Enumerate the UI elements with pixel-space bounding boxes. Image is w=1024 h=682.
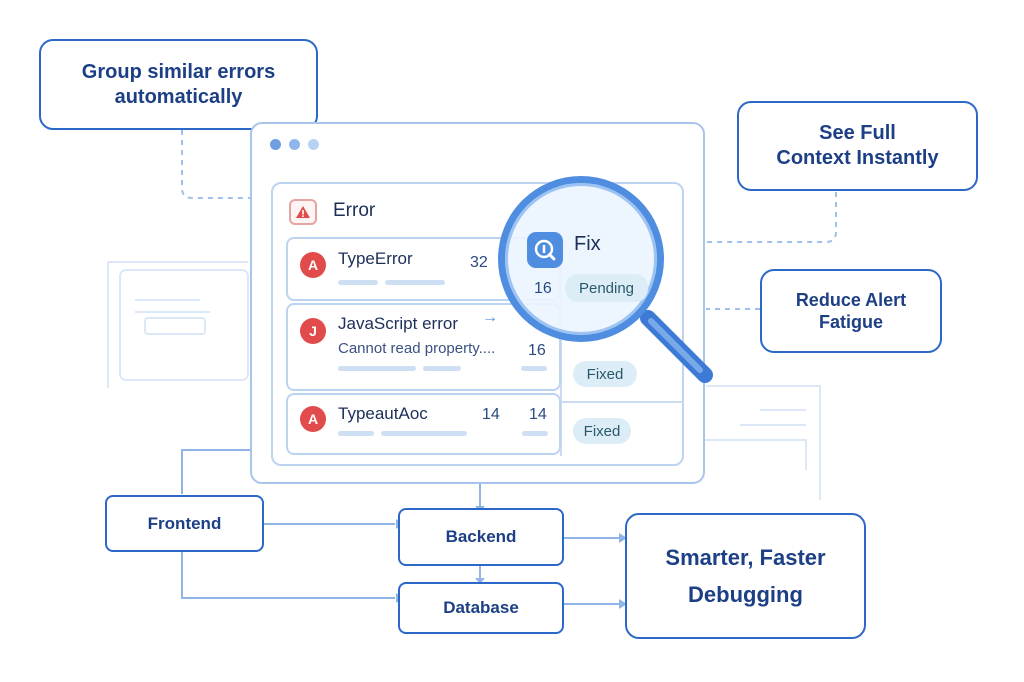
window-dot: [308, 139, 319, 150]
callout-line: Debugging: [688, 582, 803, 607]
dashed-connectors: [181, 130, 837, 310]
flow-lines: [181, 449, 620, 605]
database-box: Database: [398, 582, 564, 634]
callout-group-errors: Group similar errors automatically: [39, 39, 318, 130]
window-dot: [270, 139, 281, 150]
callout-line: Smarter, Faster: [665, 544, 826, 570]
error-count: 16: [528, 342, 546, 359]
placeholder-bar: [423, 366, 461, 371]
placeholder-bar: [338, 280, 378, 285]
arrow-right-icon[interactable]: →: [482, 309, 498, 326]
placeholder-bar: [338, 431, 374, 436]
magnifier-label: Fix: [574, 233, 601, 255]
frontend-box: Frontend: [105, 495, 264, 552]
fix-badge-icon: [527, 232, 563, 268]
callout-line: Context Instantly: [776, 147, 939, 169]
error-count: 14: [482, 406, 500, 423]
placeholder-bar: [338, 366, 416, 371]
error-avatar: A: [300, 252, 326, 278]
background-panel-right: [705, 385, 821, 500]
background-panel-left: [107, 261, 249, 388]
warning-triangle-icon: [289, 199, 317, 225]
callout-reduce-fatigue: Reduce Alert Fatigue: [760, 269, 942, 353]
callout-line: Group similar errors: [81, 60, 276, 83]
panel-title: Error: [333, 200, 376, 221]
placeholder-bar: [385, 280, 445, 285]
backend-box: Backend: [398, 508, 564, 566]
callout-line: Fatigue: [818, 312, 883, 332]
window-dot: [289, 139, 300, 150]
placeholder-bar: [521, 366, 547, 371]
status-pill-fixed: Fixed: [573, 418, 631, 444]
status-pill-fixed: Fixed: [573, 361, 637, 387]
callout-line: Reduce Alert: [795, 289, 907, 310]
magnifier-count: 16: [534, 280, 552, 297]
callout-smarter-debugging: Smarter, Faster Debugging: [625, 513, 866, 639]
callout-line: See Full: [819, 122, 896, 144]
error-row[interactable]: [286, 303, 561, 391]
error-subtitle: Cannot read property....: [338, 340, 496, 357]
error-avatar: A: [300, 406, 326, 432]
error-avatar: J: [300, 318, 326, 344]
error-count: 32: [470, 254, 488, 271]
magnifier-lens: [498, 176, 664, 342]
placeholder-bar: [381, 431, 467, 436]
status-pill-pending: Pending: [565, 274, 648, 302]
error-title: TypeautAoc: [338, 404, 428, 423]
placeholder-bar: [522, 431, 548, 436]
error-title: TypeError: [338, 249, 413, 268]
error-title: JavaScript error: [338, 314, 458, 333]
callout-line: automatically: [114, 85, 243, 108]
error-row[interactable]: [286, 393, 561, 455]
error-count-secondary: 14: [529, 406, 547, 423]
callout-full-context: See Full Context Instantly: [737, 101, 978, 191]
